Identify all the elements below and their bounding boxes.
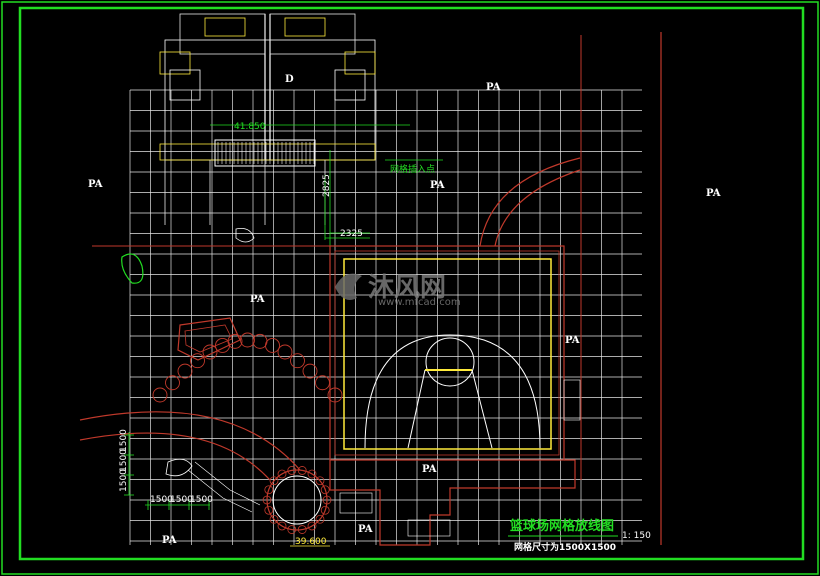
- dimension-label: 1500: [170, 495, 193, 505]
- curved-wall: [79, 411, 301, 471]
- pa-label: PA: [486, 82, 501, 93]
- shrub: [121, 228, 255, 477]
- curved-path: [479, 157, 581, 247]
- building-d: [159, 13, 443, 246]
- hedge-arc: [265, 337, 280, 353]
- dimension-label: 1500: [119, 469, 129, 492]
- hedge-arc: [277, 344, 293, 360]
- pa-label: PA: [162, 535, 177, 546]
- court-boundary: [329, 245, 565, 461]
- dimension-label: 2825: [322, 174, 332, 197]
- building-hatch: [217, 142, 315, 164]
- inner-frame: [18, 6, 805, 561]
- building-label: D: [285, 74, 294, 85]
- pavilion-arc: [320, 485, 330, 495]
- pavilion-arc: [297, 525, 307, 534]
- hedge-arc: [177, 363, 193, 379]
- curved-wall: [79, 432, 271, 481]
- hedge-arc: [227, 333, 243, 349]
- pavilion-arc: [269, 476, 279, 486]
- pavilion-arc: [287, 466, 297, 475]
- hedge-arc: [240, 332, 255, 348]
- watermark: 沐风网 www.mfcad.com: [335, 273, 461, 308]
- court-boundary: [334, 250, 560, 456]
- pavilion: [266, 469, 328, 531]
- stair: [339, 492, 373, 514]
- pavilion-arc: [264, 505, 274, 515]
- court-markings: [364, 334, 541, 449]
- watermark-brand: 沐风网: [368, 273, 446, 303]
- pavilion-arc: [269, 514, 279, 524]
- pa-label: PA: [422, 464, 437, 475]
- planter: [184, 324, 233, 353]
- drawing-title: 篮球场网格放线图: [509, 518, 614, 534]
- grid-entry-note: 网格插入点: [390, 163, 435, 175]
- stair: [563, 379, 581, 421]
- elevation-label: 41.850: [234, 122, 266, 132]
- stair: [407, 519, 451, 537]
- pa-label: PA: [430, 180, 445, 191]
- dimension-lines: [124, 175, 370, 510]
- dimension-label: 1500: [119, 449, 129, 472]
- dimension-label: 1500: [190, 495, 213, 505]
- pavilion-arc: [262, 495, 272, 505]
- grid-layer: [129, 89, 642, 545]
- hedge-arc: [327, 387, 343, 403]
- hedge-arc: [165, 375, 180, 391]
- stair: [194, 461, 261, 506]
- pavilion-arc: [320, 505, 330, 515]
- pa-label: PA: [565, 335, 580, 346]
- pavilion-arc: [315, 476, 325, 486]
- hedge-arc: [202, 344, 218, 360]
- dimension-label: 1500: [119, 429, 129, 452]
- hedge-arc: [190, 353, 205, 369]
- court-outline: [343, 258, 552, 450]
- pavilion-arc: [287, 525, 297, 534]
- hedge-arc: [152, 387, 168, 403]
- watermark-logo: [335, 273, 362, 300]
- pavilion-arc: [315, 514, 325, 524]
- pavilion-arc: [297, 466, 307, 475]
- pa-large-label: PA: [706, 188, 721, 199]
- pavilion-edge: [262, 466, 332, 534]
- pavilion: [272, 475, 322, 525]
- dimension-label: 1500: [150, 495, 173, 505]
- hedge-arc: [252, 333, 268, 349]
- pa-label: PA: [88, 179, 103, 190]
- dimension-label: 2325: [340, 229, 363, 239]
- pavilion-arc: [277, 521, 287, 531]
- planter: [177, 317, 241, 361]
- hedge-arc: [290, 353, 305, 369]
- scalloped-hedge: [152, 332, 343, 403]
- drawing-subtitle: 网格尺寸为1500X1500: [514, 541, 616, 553]
- drawing-scale: 1: 150: [622, 531, 651, 541]
- elevation-label: 39.600: [295, 537, 327, 547]
- pavilion-arc: [307, 469, 317, 479]
- pavilion-arc: [264, 485, 274, 495]
- pavilion-arc: [322, 495, 332, 505]
- pavilion-arc: [307, 521, 317, 531]
- hedge-arc: [302, 363, 318, 379]
- pa-label: PA: [358, 524, 373, 535]
- pa-label: PA: [250, 294, 265, 305]
- site-boundary: [329, 459, 576, 546]
- pavilion-arc: [277, 469, 287, 479]
- stair: [187, 469, 253, 513]
- hedge-arc: [315, 375, 330, 391]
- watermark-url: www.mfcad.com: [378, 297, 461, 308]
